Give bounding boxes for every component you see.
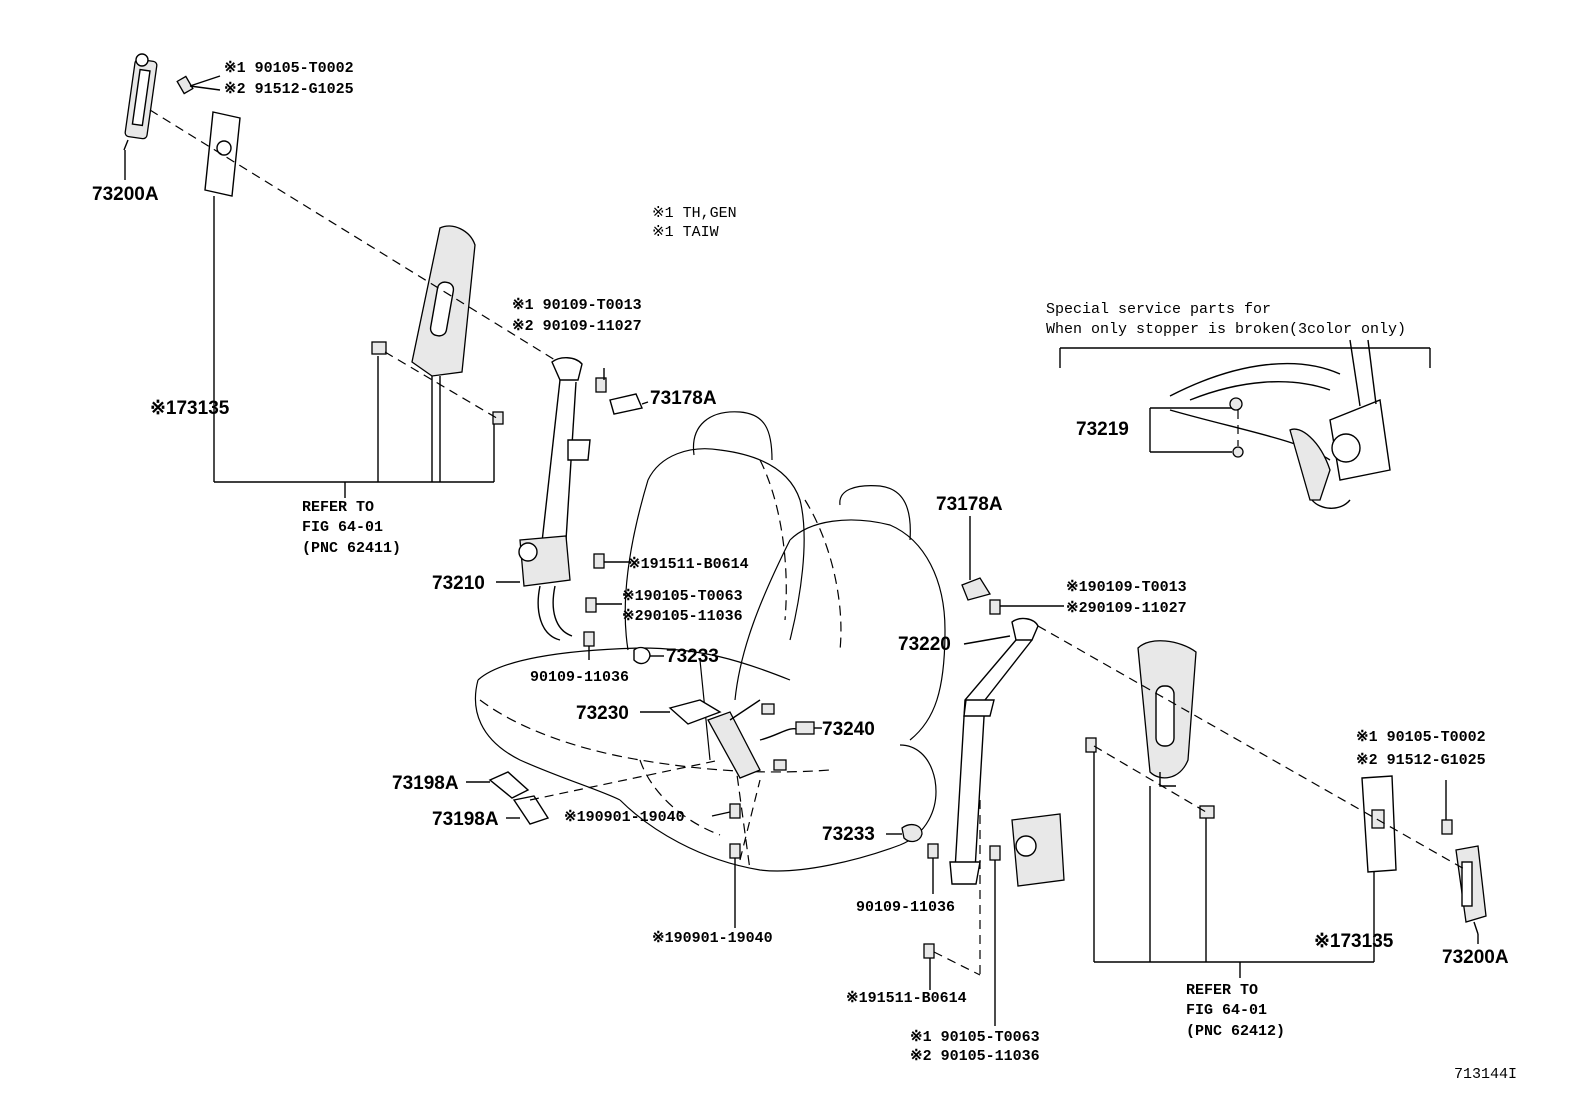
seat-belt-assy-right <box>949 617 1065 887</box>
note-90105-11036-left: ※290105-11036 <box>622 608 743 625</box>
note-91511-B0614-left: ※191511-B0614 <box>628 556 749 573</box>
bolt-icon <box>729 843 741 859</box>
part-73135-right: ※173135 <box>1314 931 1394 952</box>
seat-belt-assy-left <box>518 357 591 641</box>
buckle-cover-2 <box>512 795 550 825</box>
center-pillar-garnish-left <box>411 225 476 377</box>
clip-icon <box>1199 805 1215 819</box>
bolt-icon <box>729 803 741 819</box>
part-73230: 73230 <box>576 703 629 724</box>
clip-icon <box>371 341 387 355</box>
note-91512-G1025-left: ※2 91512-G1025 <box>224 81 354 98</box>
bolt-icon <box>989 845 1001 861</box>
note-90901-19040-a: ※190901-19040 <box>564 809 685 826</box>
special-service-line-2: When only stopper is broken(3color only) <box>1046 321 1406 338</box>
special-service-line-1: Special service parts for <box>1046 301 1271 318</box>
refer-right-1: REFER TO <box>1186 982 1258 999</box>
screw-icon <box>1085 737 1097 753</box>
bolt-icon <box>176 75 221 95</box>
note-90901-19040-b: ※190901-19040 <box>652 930 773 947</box>
bolt-icon <box>583 631 595 647</box>
refer-right-2: FIG 64-01 <box>1186 1002 1267 1019</box>
screw-icon <box>492 411 504 425</box>
refer-left-2: FIG 64-01 <box>302 519 383 536</box>
variant-note-1: ※1 TH,GEN <box>652 205 737 222</box>
front-seat-illustration <box>474 411 946 872</box>
note-91511-B0614-right: ※191511-B0614 <box>846 990 967 1007</box>
part-73200A-left: 73200A <box>92 184 159 205</box>
part-73178A-right: 73178A <box>936 494 1003 515</box>
adjuster-cover-left <box>204 111 241 197</box>
anchor-cover-right <box>901 823 923 843</box>
note-90105-T0002-right: ※1 90105-T0002 <box>1356 729 1486 746</box>
note-90105-T0063-left: ※190105-T0063 <box>622 588 743 605</box>
part-73220: 73220 <box>898 634 951 655</box>
bolt-icon <box>989 599 1001 615</box>
labels: ※1 TH,GEN ※1 TAIW Special service parts … <box>92 60 1517 1083</box>
note-90109-11036-left: 90109-11036 <box>530 669 629 686</box>
figure-id: 713144I <box>1454 1066 1517 1083</box>
part-73233-right: 73233 <box>822 824 875 845</box>
bolt-icon <box>585 597 597 613</box>
special-service-inset <box>1059 339 1431 509</box>
seat-belt-buckle <box>668 699 815 779</box>
part-73178A-left: 73178A <box>650 388 717 409</box>
leader-lines <box>124 150 1479 1026</box>
bolt-icon <box>923 943 935 959</box>
shoulder-adjuster-right <box>1455 845 1487 935</box>
part-73210: 73210 <box>432 573 485 594</box>
bolt-icon <box>1441 819 1453 835</box>
refer-right-3: (PNC 62412) <box>1186 1023 1285 1040</box>
note-90109-T0013-left: ※1 90109-T0013 <box>512 297 642 314</box>
note-90105-T0063-right: ※1 90105-T0063 <box>910 1029 1040 1046</box>
part-73233-left: 73233 <box>666 646 719 667</box>
buckle-cover-1 <box>488 771 530 799</box>
note-90105-T0002-left: ※1 90105-T0002 <box>224 60 354 77</box>
bolt-icon <box>595 377 607 393</box>
center-pillar-garnish-right <box>1137 640 1197 787</box>
belt-anchor-cover-right <box>961 577 992 601</box>
variant-note-2: ※1 TAIW <box>652 224 719 241</box>
adjuster-cover-right <box>1361 775 1397 873</box>
shoulder-adjuster-left <box>123 53 158 151</box>
assembly-dashed-lines <box>149 109 1467 976</box>
part-73135-left: ※173135 <box>150 398 230 419</box>
note-90109-T0013-right: ※190109-T0013 <box>1066 579 1187 596</box>
part-73198A-1: 73198A <box>392 773 459 794</box>
bolt-icon <box>593 553 605 569</box>
bolt-icon <box>927 843 939 859</box>
note-91512-G1025-right: ※2 91512-G1025 <box>1356 752 1486 769</box>
part-73198A-2: 73198A <box>432 809 499 830</box>
note-90109-11027-left: ※2 90109-11027 <box>512 318 642 335</box>
note-90105-11036-right: ※2 90105-11036 <box>910 1048 1040 1065</box>
refer-left-3: (PNC 62411) <box>302 540 401 557</box>
note-90109-11036-right: 90109-11036 <box>856 899 955 916</box>
refer-left-1: REFER TO <box>302 499 374 516</box>
anchor-cover-left <box>633 646 651 665</box>
part-73219: 73219 <box>1076 419 1129 440</box>
belt-anchor-cover-left <box>609 393 643 415</box>
note-90109-11027-right: ※290109-11027 <box>1066 600 1187 617</box>
part-73240: 73240 <box>822 719 875 740</box>
part-73200A-right: 73200A <box>1442 947 1509 968</box>
